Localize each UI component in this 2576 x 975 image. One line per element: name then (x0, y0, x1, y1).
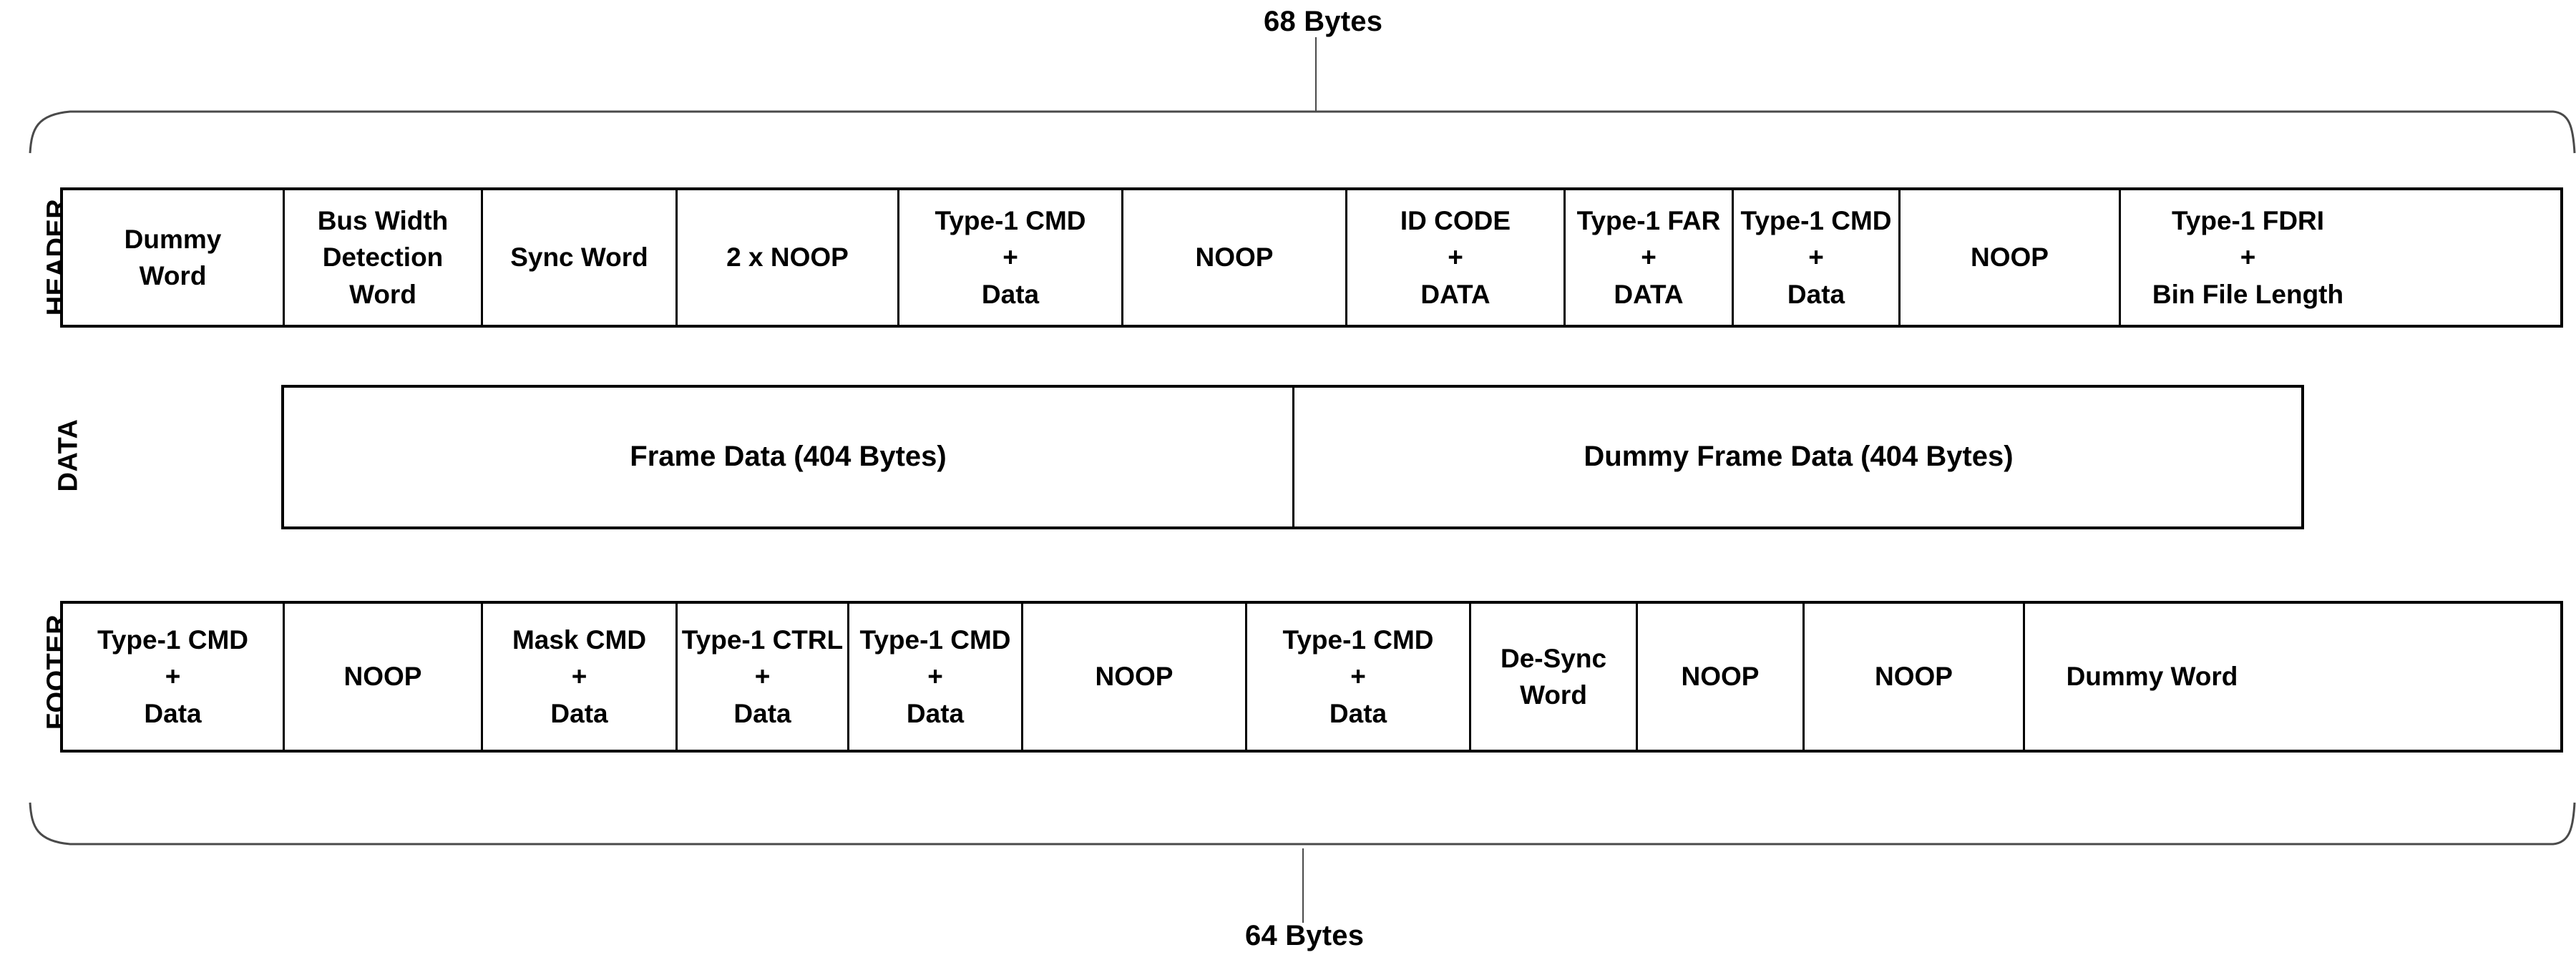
header-cell-7-line-0: Type-1 FAR (1576, 206, 1721, 236)
bottom-brace (29, 802, 2576, 846)
header-cell-6-line-0: ID CODE (1400, 206, 1511, 236)
header-cell-10-line-0: Type-1 FDRI (2171, 206, 2325, 236)
footer-cell-3-line-2: Data (733, 698, 791, 728)
footer-cell-2-line-2: Data (550, 698, 608, 728)
header-cell-7-line-2: DATA (1614, 279, 1684, 309)
footer-cell-8-line-0: NOOP (1681, 662, 1760, 692)
footer-cell-6-line-0: Type-1 CMD (1282, 625, 1434, 655)
footer-cell-1: NOOP (285, 604, 483, 750)
footer-cell-6-line-1: + (1350, 662, 1366, 692)
data-cell-0-line-0: Frame Data (404 Bytes) (630, 441, 947, 473)
header-cell-8-line-0: Type-1 CMD (1740, 206, 1892, 236)
header-cell-6: ID CODE + DATA (1347, 190, 1566, 325)
bottom-leader-line (1302, 848, 1304, 923)
footer-cell-9-line-0: NOOP (1875, 662, 1953, 692)
footer-cell-3-line-0: Type-1 CTRL (681, 625, 844, 655)
footer-cell-4-line-2: Data (906, 698, 965, 728)
header-cell-1-line-2: Word (349, 279, 416, 309)
header-cell-9-line-0: NOOP (1971, 242, 2049, 273)
footer-cell-2-line-0: Mask CMD (512, 625, 647, 655)
footer-cell-0-line-0: Type-1 CMD (97, 625, 249, 655)
row-label-data: DATA (53, 418, 84, 492)
footer-cell-4-line-0: Type-1 CMD (859, 625, 1011, 655)
header-cell-8: Type-1 CMD + Data (1734, 190, 1901, 325)
footer-cell-5: NOOP (1023, 604, 1247, 750)
header-cell-10-line-2: Bin File Length (2152, 279, 2344, 309)
header-cell-0-line-1: Word (139, 261, 207, 290)
header-cell-2: Sync Word (483, 190, 678, 325)
header-cell-1-line-1: Detection (322, 242, 444, 273)
header-cell-2-line-0: Sync Word (510, 242, 648, 273)
footer-cell-3: Type-1 CTRL + Data (678, 604, 849, 750)
top-leader-line (1315, 37, 1317, 112)
top-brace (29, 110, 2576, 154)
footer-cell-0: Type-1 CMD + Data (63, 604, 285, 750)
footer-cell-5-line-0: NOOP (1095, 662, 1174, 692)
header-cell-6-line-1: + (1448, 242, 1463, 273)
header-cell-10-line-1: + (2240, 242, 2256, 273)
top-byte-count-label: 68 Bytes (1264, 6, 1383, 37)
footer-cell-8: NOOP (1638, 604, 1805, 750)
header-cell-4: Type-1 CMD + Data (899, 190, 1123, 325)
header-cell-5-line-0: NOOP (1195, 242, 1274, 273)
footer-cell-10: Dummy Word (2025, 604, 2279, 750)
header-cell-4-line-2: Data (981, 279, 1040, 309)
header-cell-3: 2 x NOOP (678, 190, 899, 325)
footer-cell-4: Type-1 CMD + Data (849, 604, 1023, 750)
data-cell-0: Frame Data (404 Bytes) (284, 388, 1294, 526)
header-cell-5: NOOP (1123, 190, 1347, 325)
footer-cell-3-line-1: + (754, 662, 771, 692)
data-band: Frame Data (404 Bytes) Dummy Frame Data (… (281, 385, 2304, 529)
header-cell-0-line-0: Dummy (124, 224, 222, 254)
footer-cell-0-line-1: + (165, 662, 181, 692)
header-cell-8-line-2: Data (1787, 279, 1845, 309)
header-cell-6-line-2: DATA (1420, 279, 1491, 309)
bottom-byte-count-label: 64 Bytes (1245, 920, 1365, 951)
header-cell-4-line-0: Type-1 CMD (935, 206, 1086, 236)
data-cell-1-line-0: Dummy Frame Data (404 Bytes) (1584, 441, 2014, 473)
footer-cell-9: NOOP (1805, 604, 2025, 750)
footer-cell-6: Type-1 CMD + Data (1247, 604, 1471, 750)
header-cell-10: Type-1 FDRI + Bin File Length (2121, 190, 2375, 325)
footer-cell-1-line-0: NOOP (343, 662, 422, 692)
header-cell-7: Type-1 FAR + DATA (1566, 190, 1734, 325)
footer-cell-10-line-0: Dummy Word (2066, 662, 2238, 692)
footer-cell-7-line-0: De-Sync (1500, 643, 1607, 673)
footer-cell-2: Mask CMD + Data (483, 604, 678, 750)
footer-cell-2-line-1: + (571, 662, 587, 692)
footer-cell-0-line-2: Data (144, 698, 202, 728)
footer-cell-6-line-2: Data (1329, 698, 1387, 728)
header-cell-3-line-0: 2 x NOOP (726, 242, 849, 273)
footer-cell-4-line-1: + (927, 662, 943, 692)
footer-cell-7-line-1: Word (1520, 680, 1587, 710)
header-cell-7-line-1: + (1641, 242, 1657, 273)
header-cell-9: NOOP (1901, 190, 2121, 325)
header-cell-8-line-1: + (1808, 242, 1824, 273)
data-cell-1: Dummy Frame Data (404 Bytes) (1294, 388, 2303, 526)
header-cell-4-line-1: + (1002, 242, 1018, 273)
header-cell-1-line-0: Bus Width (317, 206, 449, 236)
